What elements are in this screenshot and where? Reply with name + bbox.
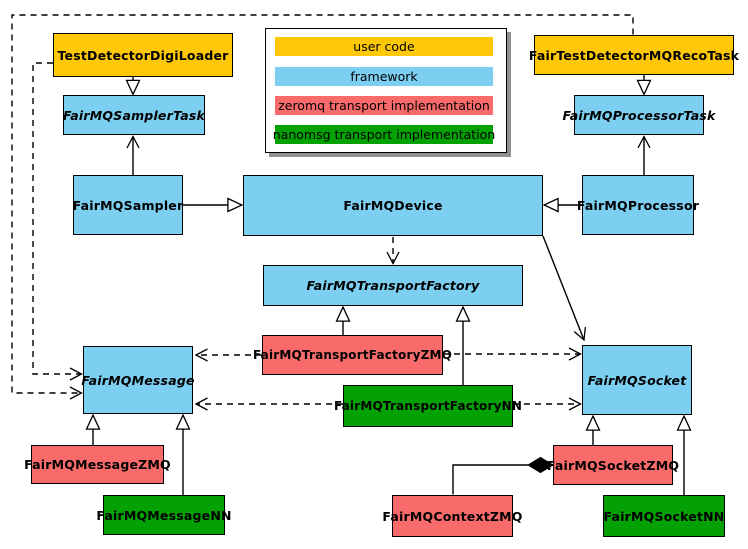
node-fairmqcontextzmq: FairMQContextZMQ <box>382 495 522 537</box>
edge-association-device-socket <box>542 235 587 342</box>
node-fairmqmessage: FairMQMessage <box>81 346 194 414</box>
node-testdetectordigiloader: TestDetectorDigiLoader <box>53 33 233 77</box>
node-fairmqtransportfactorynn: FairMQTransportFactoryNN <box>334 385 522 427</box>
node-fairmqsampler: FairMQSampler <box>73 175 183 235</box>
legend-label: nanomsg transport implementation <box>272 127 496 142</box>
node-fairmqtransportfactoryzmq: FairMQTransportFactoryZMQ <box>253 335 452 375</box>
legend: user code framework zeromq transport imp… <box>265 28 507 153</box>
edge-dependency-digiloader-message <box>32 62 83 381</box>
node-fairmqmessagenn: FairMQMessageNN <box>96 495 231 535</box>
node-fairmqsamplertask: FairMQSamplerTask <box>63 95 205 135</box>
legend-label: user code <box>353 39 415 54</box>
edge-composition-socketzmq-contextzmq <box>452 464 528 495</box>
legend-item-user-code: user code <box>275 37 493 56</box>
node-fairtestdetectormqrecotask: FairTestDetectorMQRecoTask <box>529 35 739 75</box>
legend-item-nanomsg: nanomsg transport implementation <box>272 125 496 144</box>
node-fairmqmessagezmq: FairMQMessageZMQ <box>24 445 171 484</box>
node-fairmqsocket: FairMQSocket <box>582 345 692 415</box>
node-fairmqsocketnn: FairMQSocketNN <box>603 495 725 537</box>
legend-item-framework: framework <box>275 67 493 86</box>
node-fairmqsocketzmq: FairMQSocketZMQ <box>547 445 679 485</box>
legend-label: framework <box>350 69 418 84</box>
node-fairmqprocessor: FairMQProcessor <box>577 175 699 235</box>
edge-dependency-recotask-message <box>11 14 634 400</box>
legend-label: zeromq transport implementation <box>278 98 490 113</box>
node-fairmqdevice: FairMQDevice <box>243 175 543 236</box>
node-fairmqprocessortask: FairMQProcessorTask <box>562 95 715 135</box>
node-fairmqtransportfactory: FairMQTransportFactory <box>263 265 523 306</box>
legend-item-zeromq: zeromq transport implementation <box>275 96 493 115</box>
